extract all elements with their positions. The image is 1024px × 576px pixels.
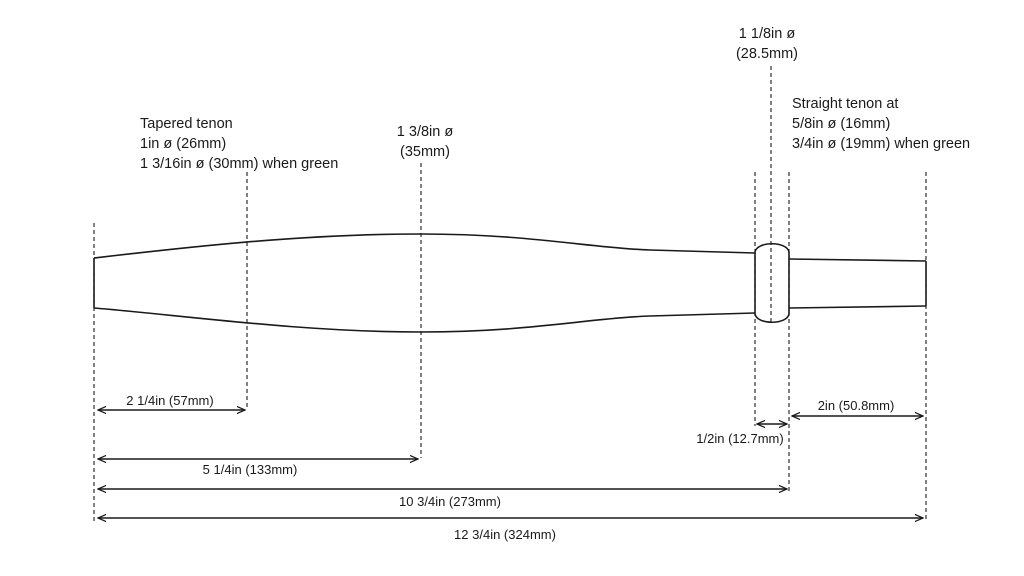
dim-label-tenon-length: 2in (50.8mm) xyxy=(817,398,895,413)
dim-label-2-1-4in: 2 1/4in (57mm) xyxy=(126,393,214,408)
dim-label-12-3-4in: 12 3/4in (324mm) xyxy=(454,527,556,542)
reference-lines xyxy=(93,66,927,524)
straight-tenon-title: Straight tenon at xyxy=(792,96,899,112)
tapered-tenon-green-size: 1 3/16in ø (30mm) when green xyxy=(140,156,339,172)
straight-tenon-note: Straight tenon at 5/8in ø (16mm) 3/4in ø… xyxy=(792,94,970,154)
tapered-tenon-note: Tapered tenon 1in ø (26mm) 1 3/16in ø (3… xyxy=(140,114,338,174)
max-diameter-note: 1 3/8in ø (35mm) xyxy=(370,122,480,162)
collar-diameter-note: 1 1/8in ø (28.5mm) xyxy=(712,24,822,64)
body-bottom-edge xyxy=(93,307,756,333)
collar-diameter-metric: (28.5mm) xyxy=(735,46,799,62)
straight-tenon-bottom xyxy=(788,305,927,309)
max-diameter-metric: (35mm) xyxy=(400,144,450,160)
spindle-outline xyxy=(93,233,927,333)
dim-label-collar-width: 1/2in (12.7mm) xyxy=(696,431,784,446)
dimension-arrows xyxy=(98,410,923,518)
straight-tenon-top xyxy=(788,258,927,262)
collar-diameter-value: 1 1/8in ø xyxy=(738,26,796,42)
straight-tenon-green-size: 3/4in ø (19mm) when green xyxy=(792,136,971,152)
straight-tenon-size: 5/8in ø (16mm) xyxy=(792,116,891,132)
max-diameter-value: 1 3/8in ø xyxy=(396,124,454,140)
dim-label-5-1-4in: 5 1/4in (133mm) xyxy=(202,462,298,477)
tapered-tenon-title: Tapered tenon xyxy=(140,116,233,132)
tapered-tenon-size: 1in ø (26mm) xyxy=(140,136,227,152)
dim-label-10-3-4in: 10 3/4in (273mm) xyxy=(399,494,501,509)
body-top-edge xyxy=(93,233,756,259)
collar-bead xyxy=(754,242,790,324)
